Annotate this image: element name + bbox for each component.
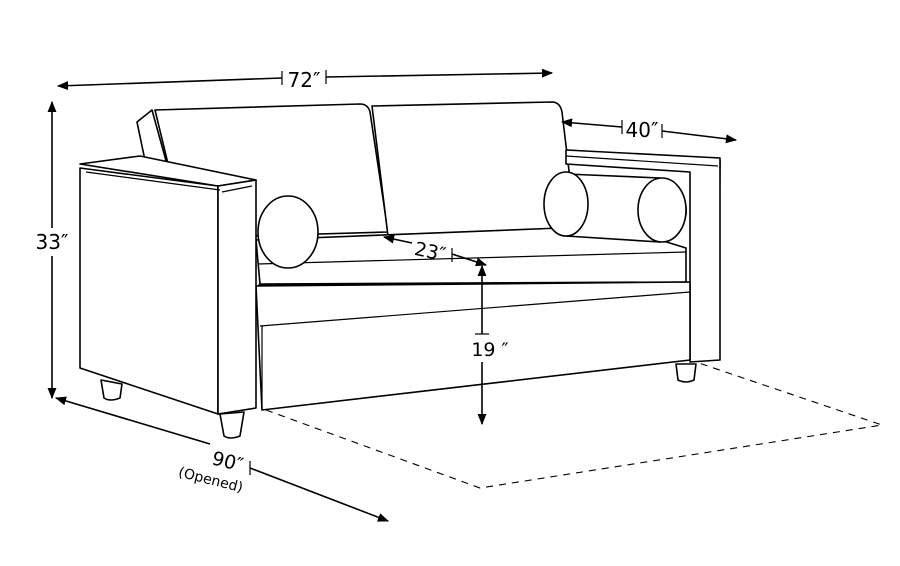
seat-height-dimension: 19 ″ bbox=[471, 264, 509, 426]
depth-label: 40″ bbox=[626, 118, 659, 142]
bolster-pillow-right bbox=[543, 171, 687, 243]
left-arm bbox=[79, 155, 257, 415]
opened-length-label: 90″ bbox=[210, 447, 246, 476]
bolster-pillow-left bbox=[257, 195, 319, 269]
sofa-legs bbox=[100, 363, 697, 439]
opened-footprint-outline bbox=[265, 359, 883, 489]
width-dimension: 72″ bbox=[56, 68, 554, 92]
back-cushion-right bbox=[371, 101, 573, 237]
right-arm bbox=[565, 149, 721, 363]
height-dimension: 33″ bbox=[36, 100, 69, 400]
trundle-base bbox=[255, 281, 691, 411]
depth-dimension: 40″ bbox=[560, 118, 738, 144]
seat-height-label: 19 ″ bbox=[471, 339, 508, 361]
height-label: 33″ bbox=[36, 230, 69, 254]
width-label: 72″ bbox=[288, 68, 321, 92]
